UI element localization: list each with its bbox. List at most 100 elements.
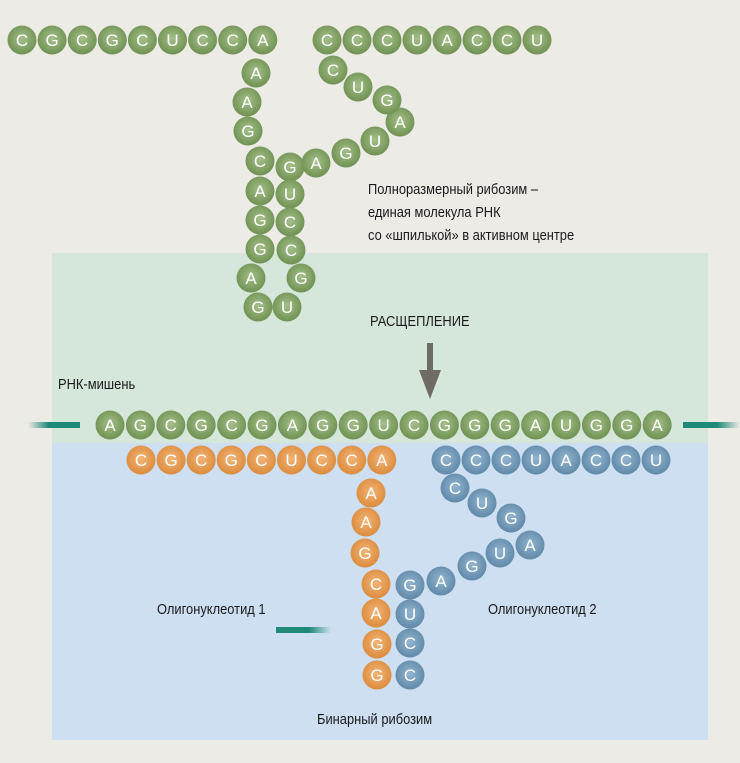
- oligo1-nucleotide: C: [246, 445, 276, 475]
- target-nucleotide: C: [217, 410, 247, 440]
- target-nucleotide: C: [399, 410, 429, 440]
- full-ribozyme-nucleotide: G: [286, 263, 316, 293]
- full-ribozyme-nucleotide: C: [188, 25, 218, 55]
- oligo1-nucleotide: C: [186, 445, 216, 475]
- nucleotide-bead: [350, 538, 380, 568]
- nucleotide-letter: U: [284, 185, 296, 204]
- nucleotide-letter: C: [254, 152, 266, 171]
- nucleotide-bead: [457, 551, 487, 581]
- nucleotide-bead: [188, 25, 218, 55]
- nucleotide-bead: [67, 25, 97, 55]
- caption-line: со «шпилькой» в активном центре: [368, 227, 575, 244]
- nucleotide-bead: [236, 263, 266, 293]
- nucleotide-bead: [277, 410, 307, 440]
- nucleotide-letter: A: [245, 269, 257, 288]
- target-nucleotide: G: [308, 410, 338, 440]
- target-nucleotide: U: [369, 410, 399, 440]
- nucleotide-bead: [275, 152, 305, 182]
- target-end-right: [683, 422, 740, 428]
- nucleotide-letter: G: [253, 211, 266, 230]
- nucleotide-bead: [245, 234, 275, 264]
- nucleotide-letter: A: [310, 154, 322, 173]
- nucleotide-bead: [521, 445, 551, 475]
- nucleotide-letter: U: [166, 31, 178, 50]
- nucleotide-bead: [245, 205, 275, 235]
- full-ribozyme-nucleotide: A: [245, 176, 275, 206]
- full-ribozyme-nucleotide: A: [248, 25, 278, 55]
- nucleotide-bead: [97, 25, 127, 55]
- nucleotide-letter: G: [134, 416, 147, 435]
- nucleotide-bead: [156, 445, 186, 475]
- nucleotide-bead: [426, 566, 456, 596]
- oligo1-nucleotide: A: [356, 478, 386, 508]
- nucleotide-letter: U: [369, 132, 381, 151]
- nucleotide-bead: [385, 107, 415, 137]
- nucleotide-letter: G: [468, 416, 481, 435]
- target-nucleotide: A: [642, 410, 672, 440]
- nucleotide-bead: [37, 25, 67, 55]
- nucleotide-bead: [360, 126, 390, 156]
- oligo2-label: Олигонуклеотид 2: [488, 601, 597, 618]
- nucleotide-bead: [395, 570, 425, 600]
- nucleotide-letter: C: [196, 31, 208, 50]
- nucleotide-bead: [245, 176, 275, 206]
- nucleotide-letter: C: [381, 31, 393, 50]
- nucleotide-letter: U: [560, 416, 572, 435]
- nucleotide-bead: [233, 116, 263, 146]
- nucleotide-letter: A: [287, 416, 299, 435]
- oligo2-nucleotide: C: [461, 445, 491, 475]
- caption-line: единая молекула РНК: [368, 204, 501, 221]
- full-ribozyme-nucleotide: A: [236, 263, 266, 293]
- nucleotide-letter: C: [449, 479, 461, 498]
- full-ribozyme-nucleotide: C: [275, 207, 305, 237]
- oligo1-nucleotide: G: [362, 629, 392, 659]
- nucleotide-bead: [127, 25, 157, 55]
- nucleotide-letter: G: [283, 158, 296, 177]
- oligo2-nucleotide: U: [521, 445, 551, 475]
- full-ribozyme-nucleotide: A: [432, 25, 462, 55]
- nucleotide-letter: C: [620, 451, 632, 470]
- nucleotide-bead: [243, 292, 273, 322]
- full-ribozyme-nucleotide: U: [360, 126, 390, 156]
- nucleotide-letter: G: [241, 122, 254, 141]
- target-nucleotide: A: [277, 410, 307, 440]
- nucleotide-bead: [395, 628, 425, 658]
- nucleotide-letter: G: [339, 144, 352, 163]
- nucleotide-letter: A: [394, 113, 406, 132]
- nucleotide-letter: C: [195, 451, 207, 470]
- target-nucleotide: A: [95, 410, 125, 440]
- oligo2-nucleotide: C: [440, 473, 470, 503]
- nucleotide-letter: C: [470, 451, 482, 470]
- full-ribozyme-nucleotide: C: [462, 25, 492, 55]
- full-ribozyme-nucleotide: G: [372, 85, 402, 115]
- nucleotide-letter: C: [135, 451, 147, 470]
- target-nucleotide: G: [186, 410, 216, 440]
- full-ribozyme-nucleotide: C: [342, 25, 372, 55]
- nucleotide-letter: C: [16, 31, 28, 50]
- nucleotide-letter: C: [315, 451, 327, 470]
- oligo2-nucleotide: C: [581, 445, 611, 475]
- oligo2-nucleotide: C: [611, 445, 641, 475]
- caption-line: Полноразмерный рибозим –: [368, 181, 539, 198]
- full-ribozyme-nucleotide: G: [37, 25, 67, 55]
- nucleotide-bead: [216, 445, 246, 475]
- nucleotide-bead: [496, 503, 526, 533]
- nucleotide-bead: [581, 445, 611, 475]
- nucleotide-letter: A: [524, 536, 536, 555]
- full-ribozyme-nucleotide: U: [158, 25, 187, 55]
- nucleotide-letter: C: [500, 451, 512, 470]
- nucleotide-letter: G: [438, 416, 451, 435]
- full-ribozyme-nucleotide: U: [275, 179, 305, 209]
- nucleotide-bead: [431, 445, 461, 475]
- full-ribozyme-nucleotide: C: [67, 25, 97, 55]
- nucleotide-letter: U: [352, 78, 364, 97]
- nucleotide-letter: G: [499, 416, 512, 435]
- full-ribozyme-nucleotide: C: [7, 25, 37, 55]
- oligo1-pointer: [276, 627, 331, 633]
- nucleotide-bead: [275, 207, 305, 237]
- nucleotide-letter: G: [225, 451, 238, 470]
- nucleotide-letter: C: [321, 31, 333, 50]
- nucleotide-bead: [395, 599, 425, 629]
- oligo2-nucleotide: U: [485, 538, 515, 568]
- nucleotide-letter: A: [104, 416, 116, 435]
